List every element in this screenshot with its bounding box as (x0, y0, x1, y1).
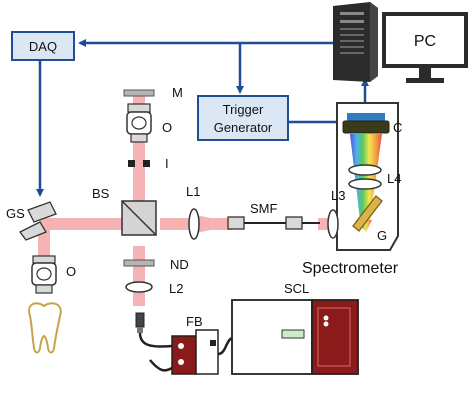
spectrometer-label: Spectrometer (302, 260, 399, 277)
label-fb: FB (186, 314, 203, 329)
label-o-left: O (66, 264, 76, 279)
label-smf: SMF (250, 201, 278, 216)
smf-fiber (227, 216, 320, 230)
label-scl: SCL (284, 281, 309, 296)
beam-horizontal-left (40, 218, 122, 230)
label-l3: L3 (331, 188, 345, 203)
lens-l3 (327, 209, 339, 239)
label-bs: BS (92, 186, 110, 201)
pc-label: PC (414, 33, 436, 50)
label-o-top: O (162, 120, 172, 135)
trigger-generator-box: Trigger Generator (197, 95, 289, 141)
trigger-label-line2: Generator (214, 120, 273, 135)
daq-box: DAQ (11, 31, 75, 61)
label-nd: ND (170, 257, 189, 272)
objective-left (31, 255, 57, 294)
lens-l2 (125, 281, 153, 293)
label-l1: L1 (186, 184, 200, 199)
mirror-m (123, 89, 155, 97)
pc-tower-icon (333, 2, 378, 82)
beam-to-sample (38, 230, 50, 260)
label-g: G (377, 228, 387, 243)
fiber-bench-fb (135, 312, 233, 375)
beam-splitter (121, 200, 157, 236)
objective-top (126, 103, 152, 143)
nd-filter (123, 259, 155, 267)
lens-l4 (348, 164, 382, 190)
label-l4: L4 (387, 171, 401, 186)
trigger-label-line1: Trigger (223, 102, 264, 117)
beam-vertical-down (133, 246, 145, 306)
daq-label: DAQ (29, 39, 57, 54)
label-l2: L2 (169, 281, 183, 296)
label-m: M (172, 85, 183, 100)
iris-i (128, 160, 150, 167)
beam-cone-l1 (196, 215, 230, 233)
camera-c (342, 113, 390, 134)
grating-g (352, 195, 383, 232)
signal-lines (36, 39, 369, 197)
pc-monitor-icon: PC (382, 12, 468, 83)
galvo-scanner-gs (19, 201, 57, 241)
label-c: C (393, 120, 402, 135)
label-gs: GS (6, 206, 25, 221)
lens-l1 (188, 208, 200, 240)
tooth-icon (28, 302, 62, 354)
laser-scl (231, 299, 359, 375)
label-i: I (165, 156, 169, 171)
